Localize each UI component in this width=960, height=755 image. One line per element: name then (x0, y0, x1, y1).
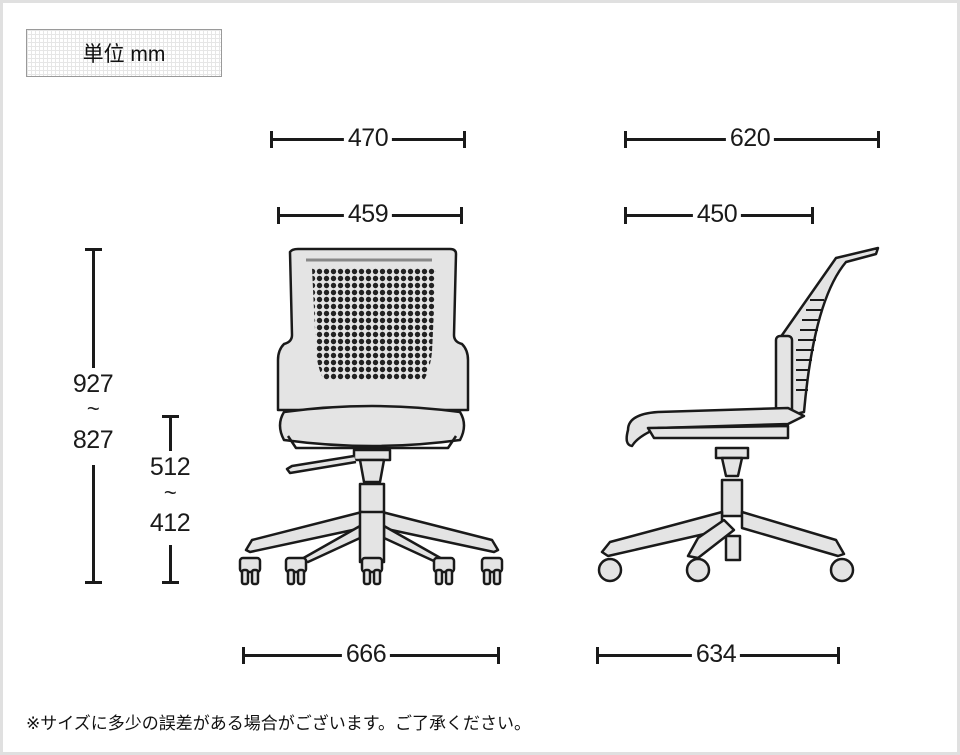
overall-height-max: 927 (72, 370, 114, 398)
footnote: ※サイズに多少の誤差がある場合がございます。ご了承ください。 (26, 714, 532, 734)
unit-label: 単位 mm (82, 43, 166, 66)
base-width-value: 666 (341, 642, 391, 667)
overall-depth-value: 620 (725, 126, 775, 151)
dimension-seat-width: 459 (277, 200, 463, 230)
seat-depth-value: 450 (692, 202, 742, 227)
dimension-overall-depth: 620 (624, 124, 880, 154)
dimension-base-depth: 634 (596, 640, 840, 670)
seat-width-value: 459 (343, 202, 393, 227)
overall-width-value: 470 (343, 126, 393, 151)
dimension-overall-height: 927 ~ 827 (63, 248, 123, 584)
dimension-seat-height: 512 ~ 412 (140, 415, 200, 584)
seat-height-max: 512 (149, 453, 191, 481)
chair-side-view (597, 246, 880, 583)
dimension-overall-width: 470 (270, 124, 466, 154)
base-depth-value: 634 (691, 642, 741, 667)
dimension-seat-depth: 450 (624, 200, 814, 230)
seat-height-min: 412 (149, 509, 191, 537)
unit-label-box: 単位 mm (26, 29, 222, 77)
chair-front-view (238, 247, 504, 586)
seat-height-separator: ~ (163, 480, 177, 505)
dimension-base-width: 666 (242, 640, 500, 670)
overall-height-min: 827 (72, 426, 114, 454)
overall-height-separator: ~ (86, 396, 100, 421)
